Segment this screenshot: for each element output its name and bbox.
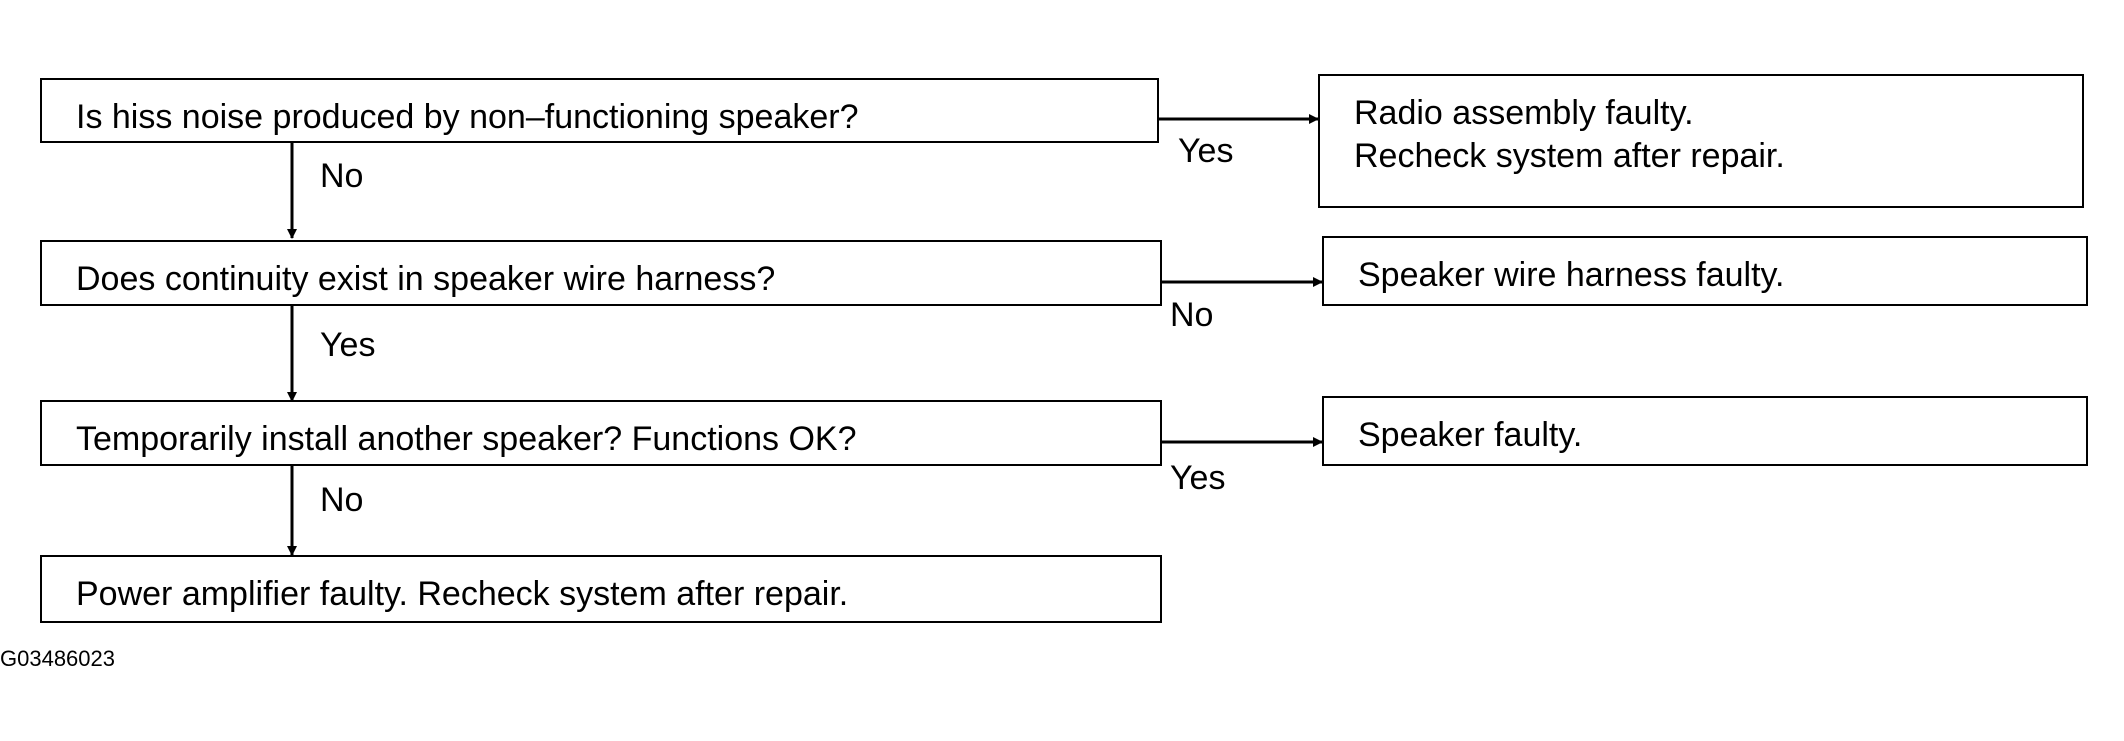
question-box-1: Is hiss noise produced by non–functionin… — [40, 78, 1159, 143]
question-box-2: Does continuity exist in speaker wire ha… — [40, 240, 1162, 306]
figure-id: G03486023 — [0, 646, 115, 671]
conclusion-text: Power amplifier faulty. Recheck system a… — [76, 575, 849, 613]
result-3-text: Speaker faulty. — [1358, 416, 1583, 454]
label-q2-yes: Yes — [320, 326, 376, 364]
question-box-3: Temporarily install another speaker? Fun… — [40, 400, 1162, 466]
label-q2-no: No — [1170, 296, 1214, 334]
result-box-1: Radio assembly faulty. Recheck system af… — [1318, 74, 2084, 208]
label-q1-yes: Yes — [1178, 132, 1234, 170]
label-q3-no: No — [320, 481, 364, 519]
result-box-3: Speaker faulty. — [1322, 396, 2088, 466]
label-q3-yes: Yes — [1170, 459, 1226, 497]
result-2-text: Speaker wire harness faulty. — [1358, 256, 1785, 294]
label-q1-no: No — [320, 157, 364, 195]
conclusion-box: Power amplifier faulty. Recheck system a… — [40, 555, 1162, 623]
result-box-2: Speaker wire harness faulty. — [1322, 236, 2088, 306]
result-1-line-2: Recheck system after repair. — [1354, 137, 1785, 175]
question-text-3: Temporarily install another speaker? Fun… — [76, 420, 857, 458]
question-text-2: Does continuity exist in speaker wire ha… — [76, 260, 776, 298]
result-1-line-1: Radio assembly faulty. — [1354, 94, 1694, 132]
question-text-1: Is hiss noise produced by non–functionin… — [76, 98, 859, 136]
